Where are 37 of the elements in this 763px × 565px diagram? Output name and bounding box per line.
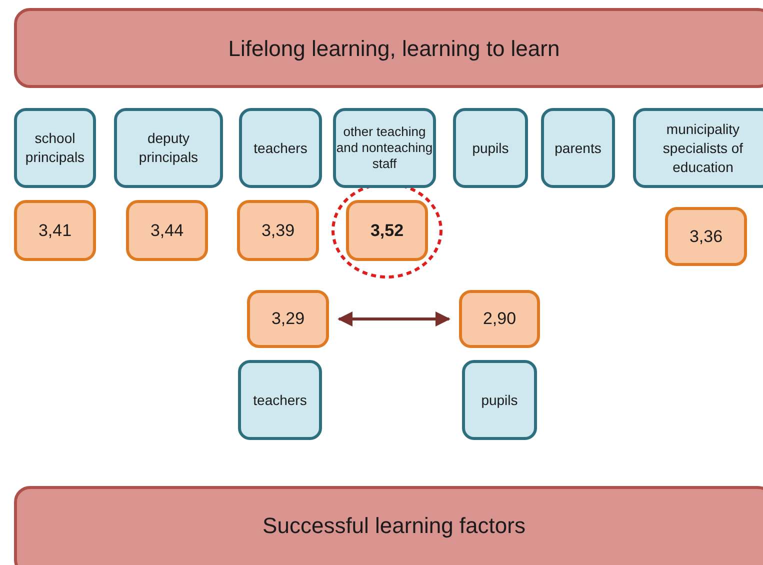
box-label: Successful learning factors [262,512,526,540]
box-label: 3,36 [689,226,723,248]
group-box [541,108,615,188]
group-box [333,108,436,188]
box-label: pupils [472,138,509,158]
score-box [126,200,208,261]
box-label: 3,44 [150,220,184,242]
banner-box [14,486,763,565]
score-box [346,200,428,261]
box-label: parents [554,138,602,158]
score-box [14,200,96,261]
box-label: 3,29 [271,308,305,330]
box-label: 2,90 [482,308,516,330]
box-label: Lifelong learning, learning to learn [228,34,560,63]
group-box [239,108,322,188]
group-box [462,360,537,440]
score-box [459,290,540,348]
group-box [453,108,528,188]
score-box [237,200,319,261]
box-label: teachers [254,138,308,158]
group-box [114,108,223,188]
box-label: 3,41 [38,220,72,242]
box-label: 3,52 [370,220,404,242]
box-label: deputy principals [138,129,200,167]
box-label: other teaching and nonteaching staff [336,124,433,172]
score-box [665,207,747,266]
group-box [633,108,763,188]
box-label: pupils [481,390,518,410]
score-box [247,290,329,348]
box-label: teachers [253,390,307,410]
group-box [238,360,322,440]
box-label: school principals [24,129,86,167]
double-arrow [338,312,450,326]
banner-box [14,8,763,88]
group-box [14,108,96,188]
box-label: 3,39 [261,220,295,242]
box-label: municipality specialists of education [662,120,744,176]
